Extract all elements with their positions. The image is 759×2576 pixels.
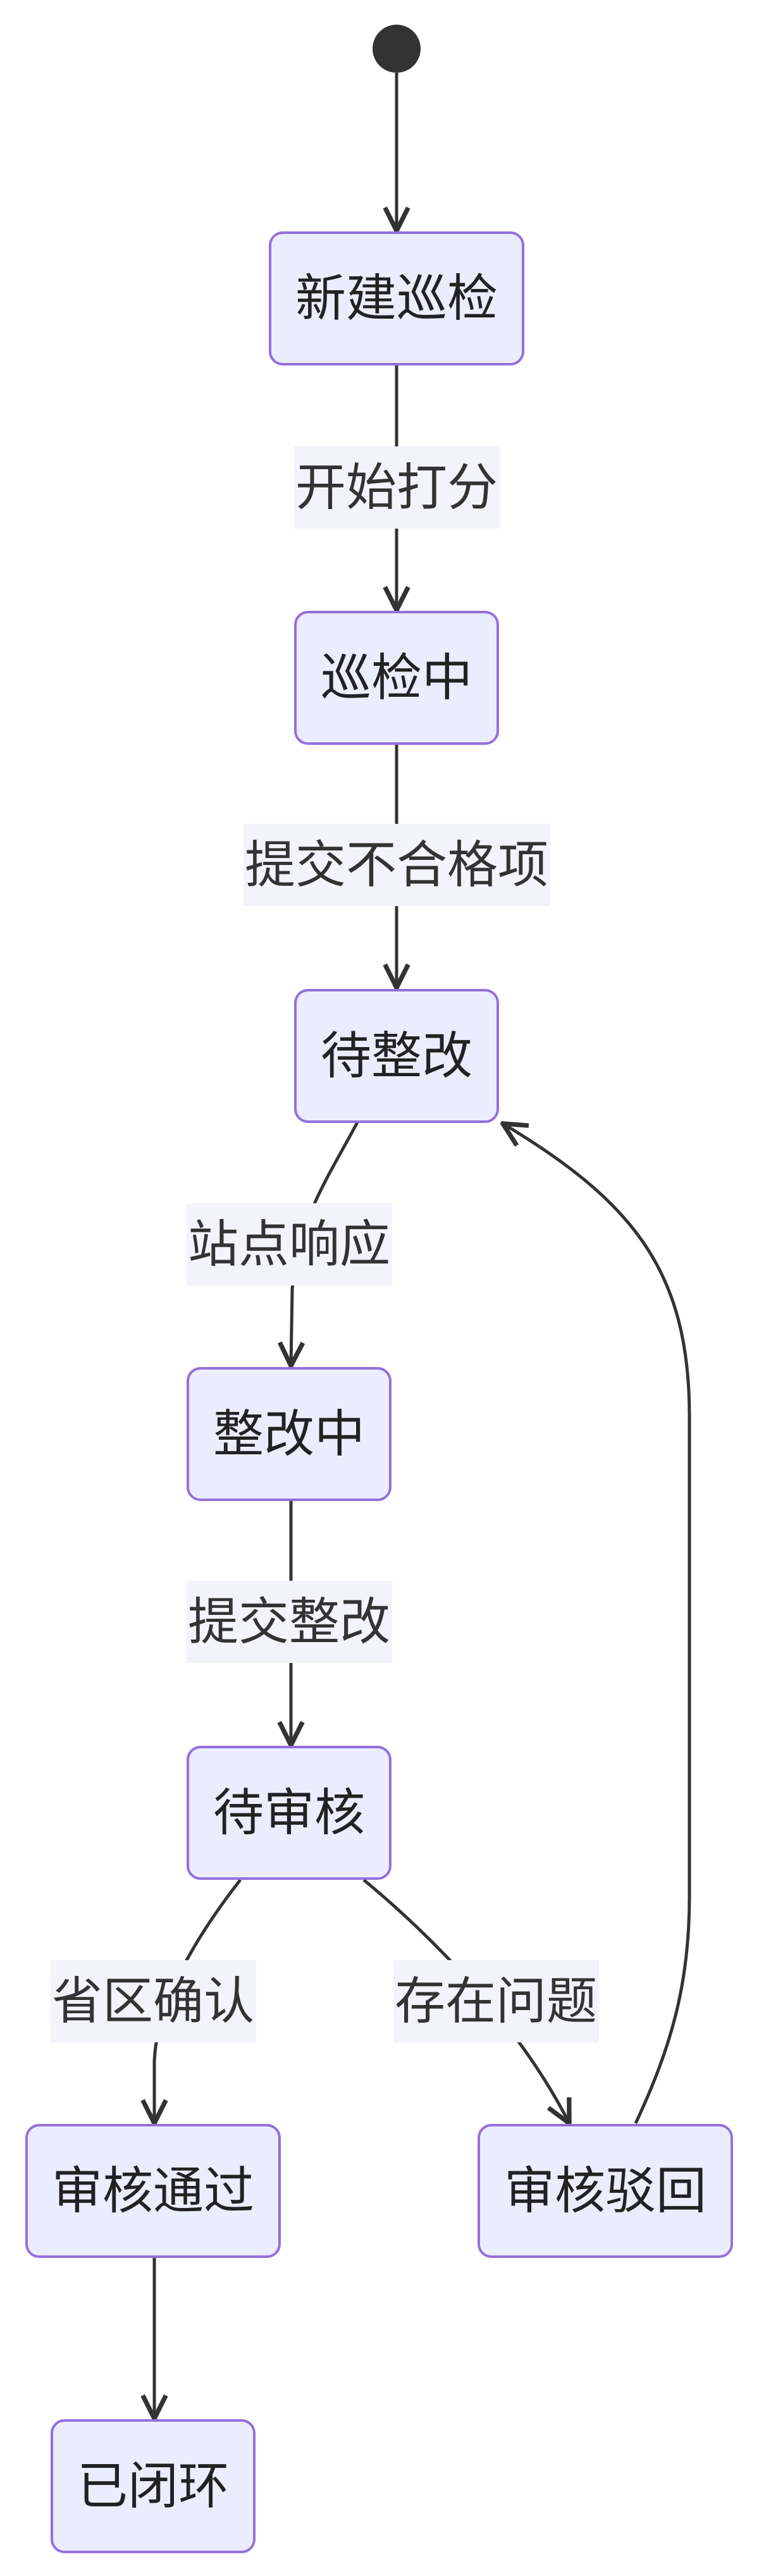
state-label: 整改中 — [213, 1405, 365, 1464]
edge-label-site-response: 站点响应 — [187, 1203, 392, 1285]
state-rejected[interactable]: 审核驳回 — [478, 2124, 733, 2258]
edge-label-has-issues: 存在问题 — [393, 1960, 599, 2042]
state-new[interactable]: 新建巡检 — [269, 231, 524, 365]
edge-label-text: 省区确认 — [52, 1972, 254, 2031]
state-closed[interactable]: 已闭环 — [51, 2419, 256, 2553]
edge-labels: 开始打分 提交不合格项 站点响应 提交整改 省区确认 存在问题 — [51, 446, 599, 2042]
edge-label-submit-failed: 提交不合格项 — [244, 824, 550, 906]
state-rectifying[interactable]: 整改中 — [187, 1367, 392, 1501]
state-inspecting[interactable]: 巡检中 — [294, 611, 499, 745]
state-pending-review[interactable]: 待审核 — [187, 1746, 392, 1880]
state-label: 审核驳回 — [504, 2162, 707, 2221]
state-label: 巡检中 — [321, 649, 472, 708]
state-label: 待整改 — [321, 1027, 472, 1086]
edge-label-text: 开始打分 — [295, 458, 498, 517]
state-pending-rectify[interactable]: 待整改 — [294, 989, 499, 1123]
state-label: 审核通过 — [52, 2162, 254, 2221]
edge-label-text: 提交不合格项 — [245, 836, 548, 895]
edge-label-text: 存在问题 — [395, 1972, 597, 2031]
edge-label-province-confirm: 省区确认 — [51, 1960, 256, 2042]
edge-label-start-scoring: 开始打分 — [294, 446, 500, 529]
state-label: 已闭环 — [77, 2457, 229, 2516]
edge-label-submit-rectify: 提交整改 — [187, 1581, 392, 1663]
start-node — [373, 25, 421, 73]
state-label: 待审核 — [213, 1784, 365, 1843]
edge-rejected-pending — [503, 1124, 691, 2125]
state-label: 新建巡检 — [295, 269, 498, 328]
edge-label-text: 站点响应 — [188, 1215, 390, 1274]
edge-label-text: 提交整改 — [188, 1593, 390, 1652]
state-approved[interactable]: 审核通过 — [25, 2124, 281, 2258]
